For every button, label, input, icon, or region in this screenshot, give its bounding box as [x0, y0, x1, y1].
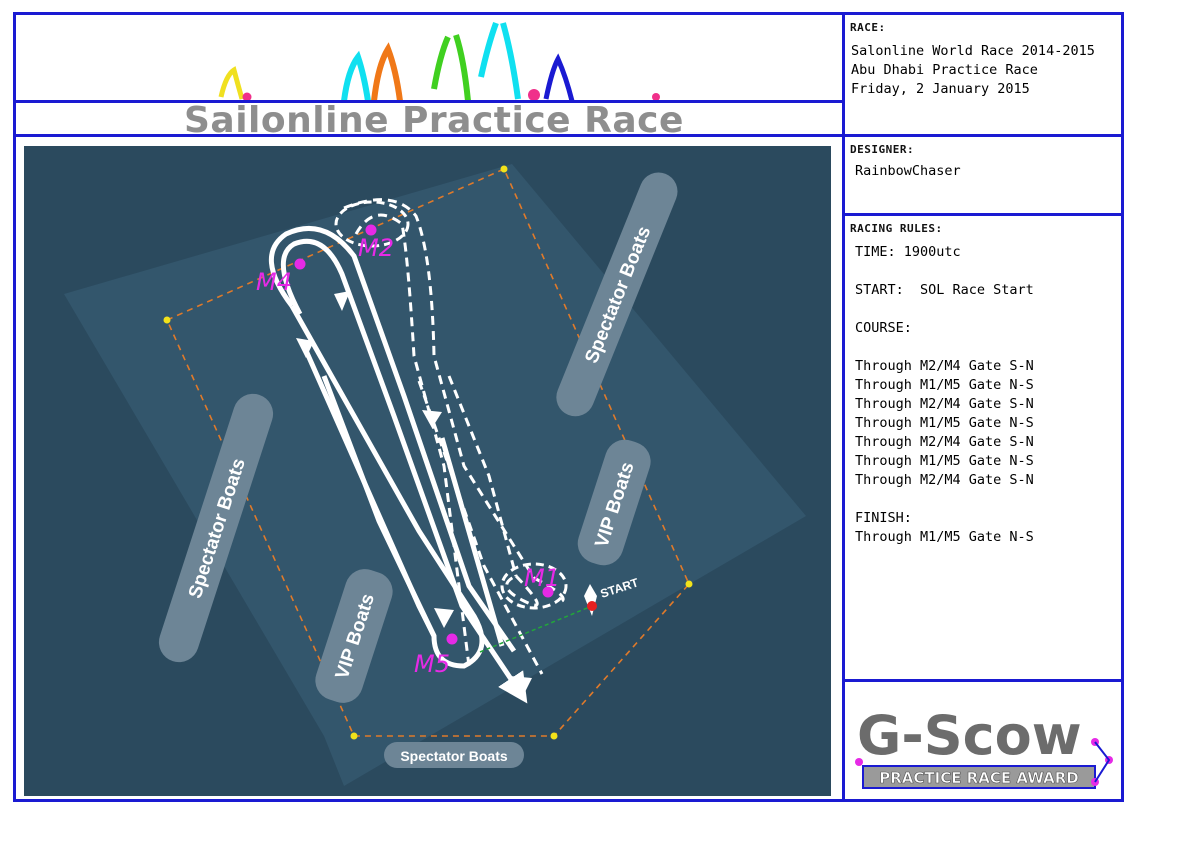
- designer-divider: [845, 213, 1121, 216]
- g-scow-logo: G-Scow PRACTICE RACE AWARD: [855, 703, 1113, 789]
- designer-heading: DESIGNER:: [850, 143, 915, 156]
- race-line-1: Salonline World Race 2014-2015: [851, 43, 1095, 59]
- race-panel: RACE: Salonline World Race 2014-2015 Abu…: [845, 15, 1121, 134]
- start-boat-marker: [587, 601, 597, 611]
- rules-finish-heading: FINISH:: [855, 510, 912, 526]
- svg-text:M5: M5: [414, 650, 450, 678]
- solid-course: [269, 225, 528, 704]
- designer-panel: DESIGNER: RainbowChaser: [845, 137, 1121, 213]
- rules-start: START: SOL Race Start: [855, 282, 1034, 298]
- buoy: [500, 165, 508, 173]
- course-step: Through M1/M5 Gate N-S: [855, 453, 1034, 469]
- rules-divider: [845, 679, 1121, 682]
- page-title: Sailonline Practice Race: [184, 100, 684, 141]
- svg-text:M2: M2: [358, 234, 394, 262]
- award-title: G-Scow: [857, 704, 1082, 767]
- award-logo: G-Scow PRACTICE RACE AWARD: [845, 682, 1121, 799]
- course-step: Through M2/M4 Gate S-N: [855, 358, 1034, 374]
- race-heading: RACE:: [850, 21, 886, 34]
- dashed-course: [343, 198, 565, 675]
- buoy: [350, 732, 358, 740]
- rules-time: TIME: 1900utc: [855, 244, 961, 260]
- svg-text:M4: M4: [256, 268, 292, 296]
- mark-m1: M1: [524, 564, 560, 598]
- course-step: Through M2/M4 Gate S-N: [855, 434, 1034, 450]
- course-step: Through M1/M5 Gate N-S: [855, 377, 1034, 393]
- start-line: [479, 605, 593, 653]
- race-line-2: Abu Dhabi Practice Race: [851, 62, 1038, 78]
- rules-finish: Through M1/M5 Gate N-S: [855, 529, 1034, 545]
- buoy: [685, 580, 693, 588]
- sails-logo: [218, 21, 660, 102]
- course-step: Through M2/M4 Gate S-N: [855, 472, 1034, 488]
- column-divider: [842, 12, 845, 802]
- spectator-bottom-label: Spectator Boats: [400, 748, 508, 764]
- rules-course-heading: COURSE:: [855, 320, 912, 336]
- rules-heading: RACING RULES:: [850, 222, 943, 235]
- page-frame: [13, 12, 1124, 802]
- boundary-buoys: [163, 165, 693, 740]
- designer-name: RainbowChaser: [855, 163, 961, 179]
- award-subtitle: PRACTICE RACE AWARD: [879, 769, 1079, 787]
- race-line-3: Friday, 2 January 2015: [851, 81, 1030, 97]
- mark-m4: M4: [256, 258, 306, 296]
- rules-panel: RACING RULES: TIME: 1900utc START: SOL R…: [845, 216, 1121, 679]
- svg-text:M1: M1: [524, 564, 560, 592]
- course-step: Through M2/M4 Gate S-N: [855, 396, 1034, 412]
- mark-m5: M5: [414, 633, 458, 678]
- race-divider: [845, 134, 1121, 137]
- title-underline: [16, 100, 842, 103]
- mark-m2: M2: [358, 224, 394, 262]
- course-area: [64, 164, 806, 786]
- map-svg: Spectator Boats Spectator Boats VIP Boat…: [64, 164, 806, 786]
- buoy: [163, 316, 171, 324]
- race-course-map: Spectator Boats Spectator Boats VIP Boat…: [24, 146, 831, 796]
- course-step: Through M1/M5 Gate N-S: [855, 415, 1034, 431]
- header: Sailonline Practice Race: [16, 15, 842, 141]
- course-arrows: [296, 291, 532, 698]
- buoy: [550, 732, 558, 740]
- header-divider: [16, 134, 842, 137]
